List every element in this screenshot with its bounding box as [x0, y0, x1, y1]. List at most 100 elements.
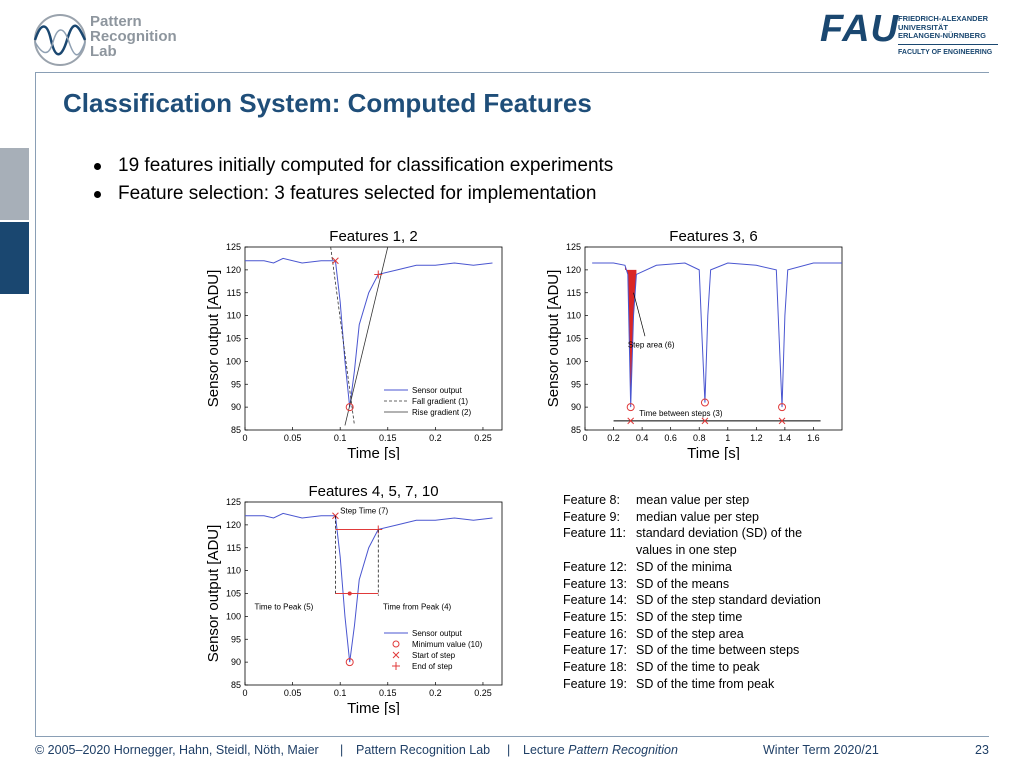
feature-list-item: Feature 12:SD of the minima	[563, 559, 821, 576]
legend-label: Fall gradient (1)	[412, 397, 468, 406]
feature-description: mean value per step	[636, 493, 750, 507]
header-divider	[35, 72, 989, 73]
y-tick-label: 115	[227, 288, 241, 298]
y-tick-label: 90	[231, 657, 241, 667]
y-tick-label: 110	[227, 311, 241, 321]
series-line	[592, 262, 842, 408]
series-line	[245, 257, 493, 408]
feature-list-item: Feature 14:SD of the step standard devia…	[563, 592, 821, 609]
x-tick-label: 1	[725, 433, 730, 443]
feature-name: Feature 18:	[563, 660, 627, 675]
y-tick-label: 125	[566, 242, 581, 252]
y-axis-label: Sensor output [ADU]	[205, 270, 222, 408]
annotation-pointer	[633, 292, 646, 337]
feature-description: median value per step	[636, 509, 759, 524]
legend-label: Sensor output	[412, 386, 463, 395]
feature-description: SD of the minima	[636, 559, 732, 574]
y-tick-label: 125	[226, 497, 241, 507]
minimum-marker	[345, 658, 354, 667]
y-tick-label: 95	[231, 634, 241, 644]
y-tick-label: 95	[571, 379, 581, 389]
feature-list-item: Feature 19:SD of the time from peak	[563, 676, 821, 693]
y-tick-label: 110	[567, 311, 581, 321]
legend-label: Sensor output	[412, 629, 463, 638]
fau-logo-line-3: ERLANGEN-NÜRNBERG	[898, 31, 986, 40]
x-tick-label: 0.05	[284, 433, 302, 443]
footer-lecture: Lecture Pattern Recognition	[523, 743, 678, 757]
fau-logo-faculty: FACULTY OF ENGINEERING	[898, 49, 993, 56]
x-tick-label: 0.05	[284, 688, 302, 698]
feature-name: Feature 13:	[563, 576, 627, 591]
y-tick-label: 90	[571, 402, 581, 412]
y-tick-label: 105	[226, 589, 241, 599]
fau-logo-line-1: FRIEDRICH-ALEXANDER	[898, 14, 988, 23]
pattern-recognition-lab-logo: Pattern Recognition Lab	[33, 12, 193, 68]
x-tick-label: 1.4	[779, 433, 792, 443]
plot-area	[244, 246, 503, 431]
y-tick-label: 125	[226, 242, 241, 252]
feature-list-item: Feature 18:SD of the time to peak	[563, 659, 821, 676]
series-line	[344, 246, 389, 426]
y-tick-label: 105	[226, 334, 241, 344]
y-tick-label: 115	[227, 543, 241, 553]
y-tick-label: 100	[226, 611, 241, 621]
annotation-step-area: Step area (6)	[628, 341, 675, 350]
x-tick-label: 0.4	[636, 433, 649, 443]
footer-lecture-name: Pattern Recognition	[568, 743, 678, 757]
fau-logo: FAU FRIEDRICH-ALEXANDER UNIVERSITÄT ERLA…	[820, 8, 1000, 62]
y-tick-label: 120	[226, 520, 241, 530]
x-tick-label: 0.15	[379, 433, 397, 443]
y-tick-label: 85	[231, 425, 241, 435]
x-tick-label: 0.1	[334, 688, 347, 698]
legend-swatch	[392, 640, 400, 648]
feature-name: Feature 17:	[563, 643, 627, 658]
lab-logo-line-2: Recognition	[90, 28, 177, 45]
x-tick-label: 0	[582, 433, 587, 443]
x-tick-label: 0.2	[429, 688, 442, 698]
footer-divider	[35, 736, 989, 737]
left-frame-line	[35, 72, 36, 736]
minimum-marker	[345, 403, 354, 412]
chart-title: Features 3, 6	[669, 228, 757, 245]
x-tick-label: 0.2	[607, 433, 620, 443]
bullet-item: 19 features initially computed for class…	[90, 155, 613, 177]
feature-description: standard deviation (SD) of the	[636, 526, 803, 541]
feature-description: SD of the step area	[636, 626, 744, 641]
bullet-item: Feature selection: 3 features selected f…	[90, 183, 613, 205]
feature-description: SD of the means	[636, 576, 730, 591]
plot-area	[244, 501, 503, 686]
series-line	[245, 512, 493, 663]
y-tick-label: 100	[566, 356, 581, 366]
annotation-time-from-peak: Time from Peak (4)	[383, 603, 451, 612]
footer-lab: Pattern Recognition Lab	[356, 743, 491, 757]
feature-list-item: Feature 11: standard deviation (SD) of th…	[563, 525, 821, 542]
x-tick-label: 0.1	[334, 433, 347, 443]
series-line	[330, 246, 355, 426]
y-tick-label: 115	[567, 288, 581, 298]
x-axis-label: Time [s]	[687, 445, 740, 460]
y-tick-label: 100	[226, 356, 241, 366]
y-tick-label: 105	[566, 334, 581, 344]
feature-name: Feature 8:	[563, 493, 620, 507]
annotation-time-to-peak: Time to Peak (5)	[255, 603, 314, 612]
x-tick-label: 0.2	[429, 433, 442, 443]
feature-list-item: Feature 9:median value per step	[563, 509, 821, 526]
footer-term: Winter Term 2020/21	[763, 743, 879, 757]
x-tick-label: 0	[242, 688, 247, 698]
feature-name: Feature 14:	[563, 593, 627, 608]
feature-list-item: Feature 16:SD of the step area	[563, 626, 821, 643]
y-tick-label: 85	[571, 425, 581, 435]
end-marker	[374, 270, 383, 279]
feature-name: Feature 11:	[563, 526, 627, 541]
footer-copyright: © 2005–2020 Hornegger, Hahn, Steidl, Nöt…	[35, 743, 319, 757]
y-axis-label: Sensor output [ADU]	[545, 270, 562, 408]
feature-list-item: Feature 15:SD of the step time	[563, 609, 821, 626]
fau-logo-line-2: UNIVERSITÄT	[898, 22, 949, 32]
step-time-marker	[627, 417, 635, 425]
feature-description: SD of the time from peak	[636, 676, 775, 691]
legend-label: Minimum value (10)	[412, 640, 483, 649]
feature-description: SD of the step time	[636, 609, 743, 624]
footer-separator: |	[507, 743, 511, 757]
